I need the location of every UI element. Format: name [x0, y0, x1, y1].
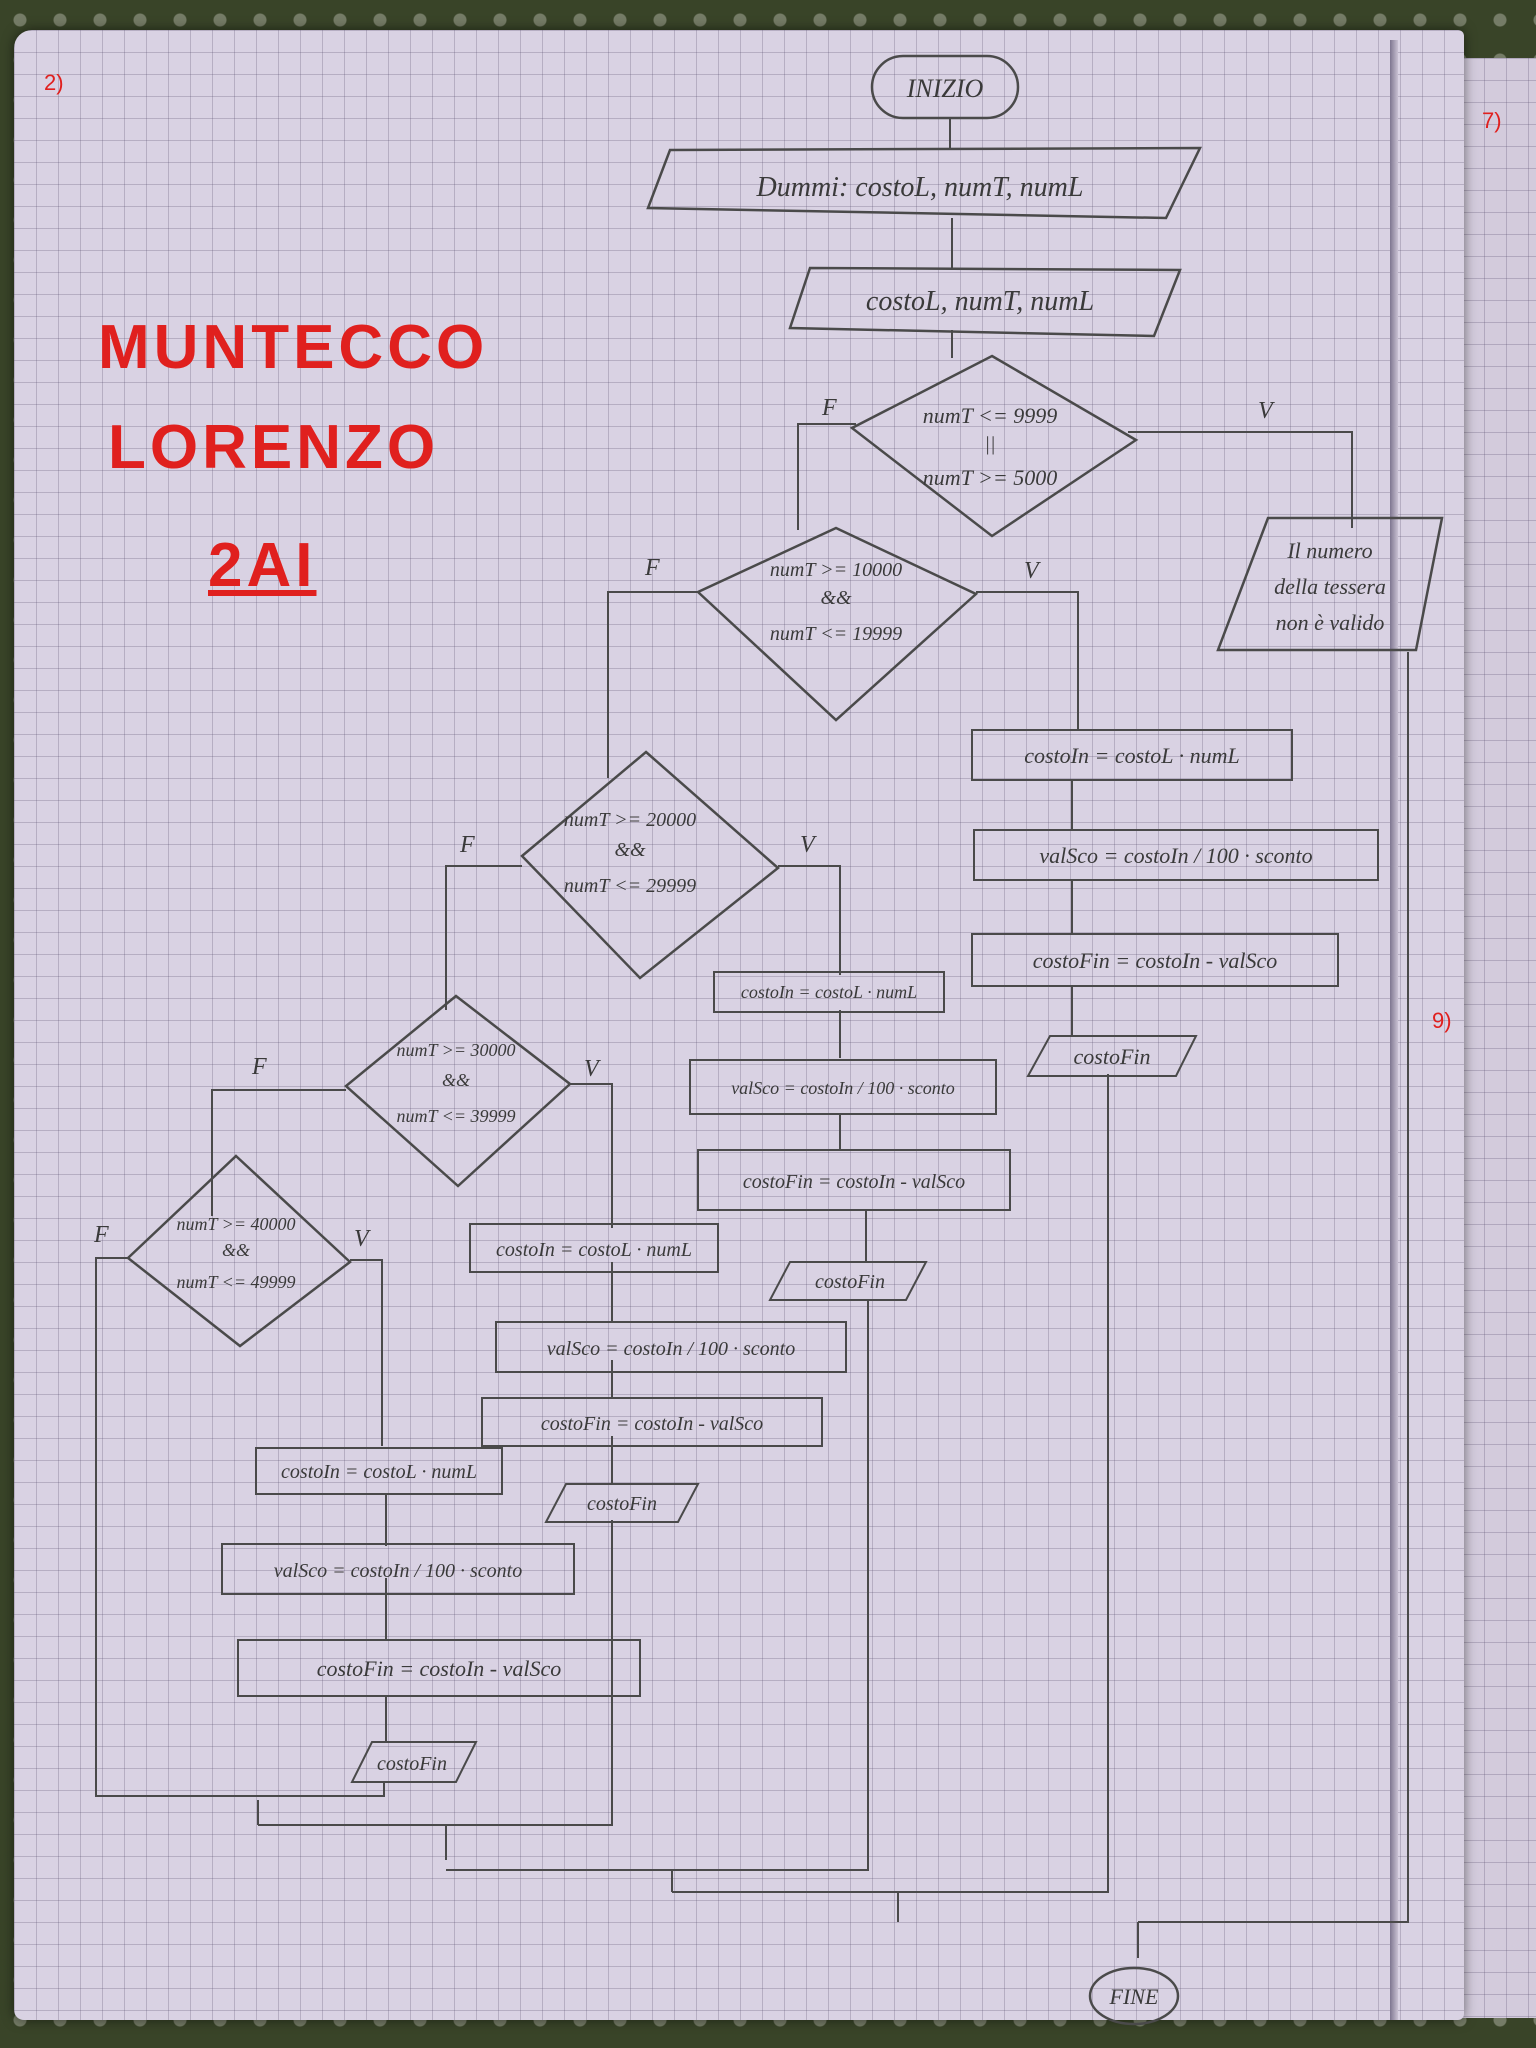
page-number-right-mid: 9) — [1432, 1008, 1452, 1033]
decision-5-false: F — [93, 1222, 109, 1248]
decision-5-line2: && — [222, 1240, 250, 1260]
decision-2-line3: numT <= 19999 — [770, 623, 902, 645]
branch4-valSco-box — [495, 1321, 847, 1373]
decision-4-line1: numT >= 30000 — [397, 1040, 516, 1060]
decision-1-true: V — [1258, 398, 1275, 424]
branch2-output-parallelogram — [1026, 1035, 1198, 1077]
branch2-costoIn: costoIn = costoL · numL — [1024, 743, 1240, 768]
decision-2-true: V — [1024, 558, 1041, 584]
connector-line — [258, 1520, 613, 1826]
branch2-valSco-box — [973, 829, 1379, 881]
connector-line — [95, 1257, 385, 1797]
decision-4-line3: numT <= 39999 — [397, 1106, 516, 1126]
input-parallelogram — [788, 266, 1182, 338]
branch2-costoIn-box — [971, 729, 1293, 781]
branch5-costoIn-box — [255, 1447, 503, 1495]
invalid-line3: non è valido — [1276, 610, 1385, 635]
branch3-valSco-box — [689, 1059, 997, 1115]
input-label: costoL, numT, numL — [866, 286, 1094, 317]
branch2-output: costoFin — [1074, 1044, 1151, 1069]
author-surname: MUNTECCO — [98, 313, 489, 382]
decision-3-true: V — [800, 832, 817, 858]
connector-line — [350, 1259, 383, 1446]
branch5-output-parallelogram — [350, 1741, 478, 1783]
page-number-left: 2) — [44, 70, 64, 95]
decision-1-line2: || — [985, 433, 996, 455]
decision-1-line3: numT >= 5000 — [923, 465, 1057, 490]
branch3-costoFin-box — [697, 1149, 1011, 1211]
author-name: LORENZO — [108, 413, 440, 482]
branch3-costoIn: costoIn = costoL · numL — [741, 982, 917, 1002]
page-number-right-top: 7) — [1482, 108, 1502, 133]
branch4-valSco: valSco = costoIn / 100 · sconto — [547, 1338, 795, 1360]
branch5-costoFin: costoFin = costoIn - valSco — [317, 1656, 562, 1681]
branch5-costoIn: costoIn = costoL · numL — [281, 1461, 477, 1483]
decision-4-true: V — [584, 1056, 601, 1082]
invalid-line1: Il numero — [1286, 538, 1372, 563]
connector-line — [607, 591, 698, 778]
decision-1-diamond — [849, 354, 1139, 538]
branch4-costoFin: costoFin = costoIn - valSco — [541, 1413, 763, 1435]
branch5-valSco: valSco = costoIn / 100 · sconto — [274, 1560, 522, 1582]
connector-line — [568, 1083, 613, 1228]
branch4-output-parallelogram — [544, 1483, 700, 1523]
decision-3-line3: numT <= 29999 — [564, 875, 696, 897]
connector-line — [976, 591, 1079, 730]
connector-line — [211, 1089, 346, 1216]
branch5-valSco-box — [221, 1543, 575, 1595]
start-terminal — [870, 54, 1020, 120]
decision-3-line1: numT >= 20000 — [564, 809, 696, 831]
connector-line — [1128, 431, 1353, 528]
decision-3-line2: && — [614, 839, 646, 861]
connector-line — [1138, 652, 1409, 1923]
notebook-page — [14, 30, 1464, 2020]
branch3-costoIn-box — [713, 971, 945, 1013]
decision-5-line3: numT <= 49999 — [177, 1272, 296, 1292]
end-terminal — [1088, 1966, 1180, 2026]
branch4-output: costoFin — [587, 1493, 657, 1515]
connector-line — [797, 423, 856, 530]
decision-1-line1: numT <= 9999 — [923, 403, 1057, 428]
branch3-output: costoFin — [815, 1271, 885, 1293]
start-label: INIZIO — [906, 74, 984, 103]
decision-4-line2: && — [442, 1070, 470, 1090]
declare-parallelogram — [646, 146, 1203, 220]
connector-line — [446, 1300, 869, 1871]
branch3-costoFin: costoFin = costoIn - valSco — [743, 1171, 965, 1193]
decision-4-false: F — [251, 1054, 267, 1080]
branch2-costoFin-box — [971, 933, 1339, 987]
connector-line — [672, 1074, 1109, 1893]
branch3-valSco: valSco = costoIn / 100 · sconto — [731, 1078, 955, 1098]
decision-1-false: F — [821, 395, 837, 421]
connector-line — [778, 865, 841, 975]
branch5-output: costoFin — [377, 1753, 447, 1775]
invalid-output-parallelogram — [1216, 516, 1444, 652]
author-class: 2AI — [208, 531, 317, 600]
decision-2-line1: numT >= 10000 — [770, 559, 902, 581]
decision-2-line2: && — [820, 587, 852, 609]
decision-2-false: F — [644, 555, 660, 581]
branch2-costoFin: costoFin = costoIn - valSco — [1033, 948, 1278, 973]
decision-5-line1: numT >= 40000 — [177, 1214, 296, 1234]
decision-3-false: F — [459, 832, 475, 858]
decision-3-diamond — [520, 750, 780, 980]
declare-label: Dummi: costoL, numT, numL — [756, 172, 1084, 203]
decision-5-true: V — [354, 1226, 371, 1252]
notebook-binding — [1390, 40, 1398, 2020]
branch2-valSco: valSco = costoIn / 100 · sconto — [1039, 843, 1312, 868]
decision-2-diamond — [695, 526, 979, 722]
connector-line — [445, 865, 522, 1010]
end-label: FINE — [1109, 1984, 1159, 2009]
decision-4-diamond — [344, 994, 572, 1188]
decision-5-diamond — [126, 1154, 352, 1348]
branch4-costoIn: costoIn = costoL · numL — [496, 1239, 692, 1261]
branch3-output-parallelogram — [768, 1261, 928, 1301]
invalid-line2: della tessera — [1274, 574, 1386, 599]
branch4-costoFin-box — [481, 1397, 823, 1447]
branch4-costoIn-box — [469, 1223, 719, 1273]
branch5-costoFin-box — [237, 1639, 641, 1697]
